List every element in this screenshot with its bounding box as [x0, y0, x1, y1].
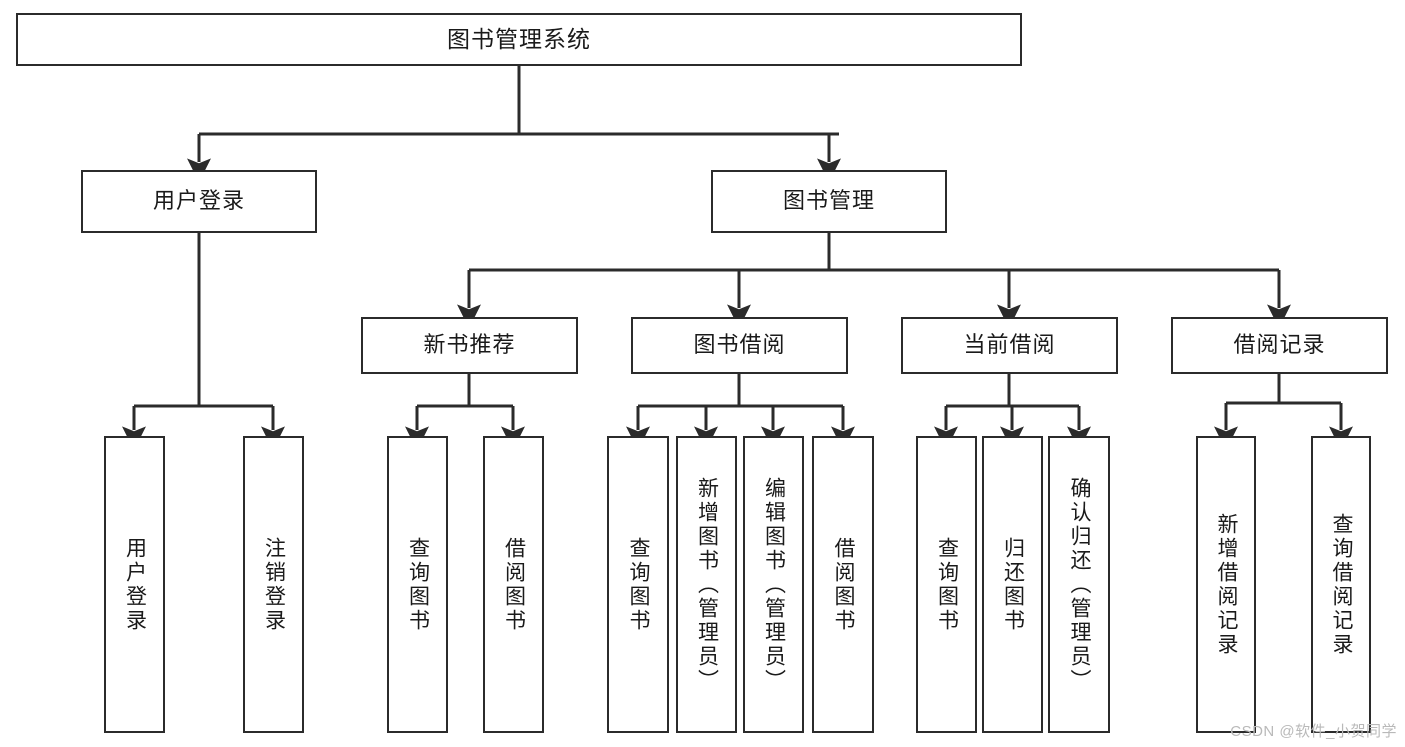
leaf-edit-book-admin[interactable]: 编辑图书（管理员） [743, 436, 804, 733]
leaf-query-borrow-record[interactable]: 查询借阅记录 [1311, 436, 1371, 733]
node-new-book-recommend[interactable]: 新书推荐 [361, 317, 578, 374]
leaf-add-borrow-record[interactable]: 新增借阅记录 [1196, 436, 1256, 733]
node-current-borrow[interactable]: 当前借阅 [901, 317, 1118, 374]
leaf-return-book[interactable]: 归还图书 [982, 436, 1043, 733]
leaf-query-book-borrow[interactable]: 查询图书 [607, 436, 669, 733]
leaf-borrow-book[interactable]: 借阅图书 [812, 436, 874, 733]
node-user-login[interactable]: 用户登录 [81, 170, 317, 233]
leaf-confirm-return-admin[interactable]: 确认归还（管理员） [1048, 436, 1110, 733]
leaf-query-book-current[interactable]: 查询图书 [916, 436, 977, 733]
leaf-query-book-recommend[interactable]: 查询图书 [387, 436, 448, 733]
leaf-user-logout[interactable]: 注销登录 [243, 436, 304, 733]
node-root-book-management-system[interactable]: 图书管理系统 [16, 13, 1022, 66]
leaf-user-login[interactable]: 用户登录 [104, 436, 165, 733]
leaf-add-book-admin[interactable]: 新增图书（管理员） [676, 436, 737, 733]
node-book-manage[interactable]: 图书管理 [711, 170, 947, 233]
leaf-borrow-book-recommend[interactable]: 借阅图书 [483, 436, 544, 733]
csdn-watermark: CSDN @软件_小贺同学 [1230, 723, 1397, 740]
node-borrow-record[interactable]: 借阅记录 [1171, 317, 1388, 374]
node-book-borrow[interactable]: 图书借阅 [631, 317, 848, 374]
